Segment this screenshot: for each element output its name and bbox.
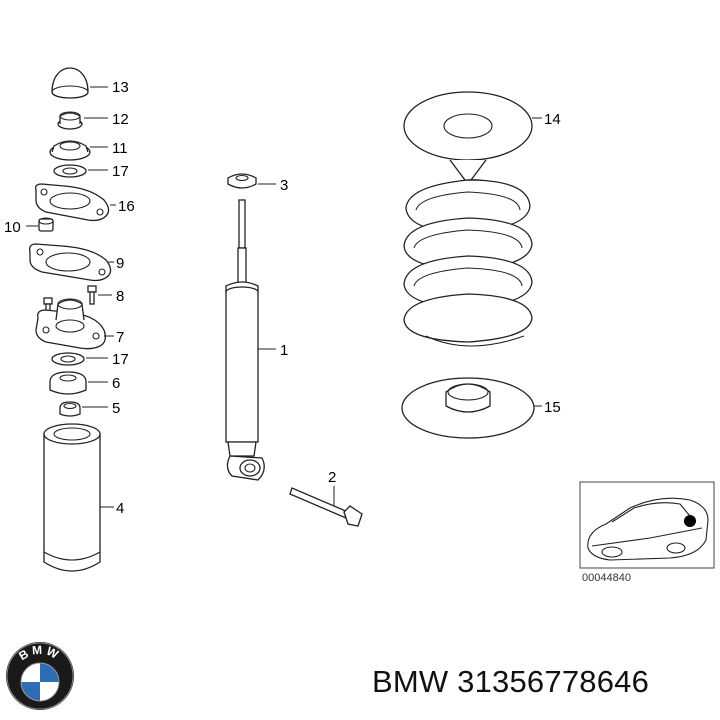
callout-5: 5 (112, 400, 120, 417)
callout-4: 4 (116, 500, 124, 517)
vehicle-location-inset: 00044840 (579, 481, 715, 584)
part-7-strut-mount (35, 298, 106, 350)
part-16-gasket (34, 183, 110, 222)
part-10-small-nut (38, 217, 54, 232)
callout-16: 16 (118, 198, 135, 215)
logo-lettering: BMW (16, 643, 63, 663)
part-15-lower-spring-pad (401, 377, 535, 439)
location-marker-icon (684, 515, 696, 527)
part-12-hex-nut (57, 111, 83, 130)
callout-8: 8 (116, 288, 124, 305)
callout-17-upper: 17 (112, 163, 129, 180)
part-4-protective-tube (43, 423, 101, 572)
car-silhouette-icon (587, 497, 709, 561)
part-8-bolt (43, 285, 97, 315)
callout-13: 13 (112, 79, 129, 96)
part-1-shock-absorber (225, 199, 265, 481)
part-17-washer-upper (53, 164, 87, 178)
callout-10: 10 (4, 219, 21, 236)
part-number-label: BMW 31356778646 (372, 664, 650, 699)
callout-7: 7 (116, 329, 124, 346)
callout-11: 11 (112, 140, 128, 157)
part-2-bolt (289, 487, 363, 527)
callout-17-lower: 17 (112, 351, 129, 368)
part-6-rubber-mount (49, 371, 87, 395)
coil-spring (403, 179, 533, 347)
callout-6: 6 (112, 375, 120, 392)
part-17-washer-lower (51, 352, 85, 366)
callout-1: 1 (280, 342, 288, 359)
callout-3: 3 (280, 177, 288, 194)
part-9-gasket-plate (28, 243, 112, 282)
callout-2: 2 (328, 469, 336, 486)
inset-reference-number: 00044840 (582, 572, 631, 584)
callout-14: 14 (544, 111, 561, 128)
part-5-bump-stop (59, 401, 81, 417)
callout-15: 15 (544, 399, 561, 416)
part-11-support-washer (49, 140, 91, 161)
callout-9: 9 (116, 255, 124, 272)
part-14-upper-spring-pad (403, 91, 533, 186)
part-13-protective-cap (51, 67, 89, 99)
bmw-roundel-logo-icon: BMW (6, 642, 74, 710)
part-3-washer (227, 173, 257, 189)
callout-12: 12 (112, 111, 129, 128)
